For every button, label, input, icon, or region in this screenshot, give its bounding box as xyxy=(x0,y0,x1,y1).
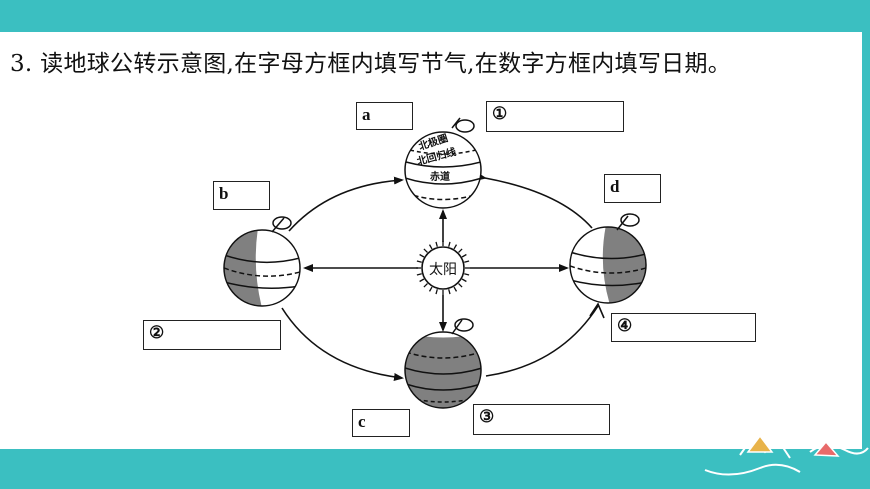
sun-spike xyxy=(435,241,438,247)
sun-spike xyxy=(435,289,438,295)
sun-icon xyxy=(416,241,470,295)
sun-spike xyxy=(423,248,428,253)
sun-spike xyxy=(423,283,428,288)
earth-top xyxy=(404,117,482,209)
box-2[interactable]: ② xyxy=(143,320,281,350)
sun-spike xyxy=(453,286,458,292)
box-b[interactable]: b xyxy=(213,181,270,210)
earth-left xyxy=(223,216,301,307)
sun-spike xyxy=(448,241,451,247)
sun-rays xyxy=(303,209,569,332)
sun-spike xyxy=(419,253,425,258)
sun-spike xyxy=(453,244,458,250)
box-3[interactable]: ③ xyxy=(473,404,610,435)
sun-spike xyxy=(464,273,470,276)
box-c[interactable]: c xyxy=(352,409,410,437)
sun-spike xyxy=(458,283,463,288)
sun-spike xyxy=(419,278,425,283)
top-band xyxy=(0,0,870,32)
sun-spike xyxy=(416,260,422,263)
sun-spike xyxy=(461,253,467,258)
box-4[interactable]: ④ xyxy=(611,313,756,342)
sun-spike xyxy=(428,244,433,250)
equator-label: 赤道 xyxy=(430,170,450,183)
bottom-band xyxy=(0,449,870,489)
box-d[interactable]: d xyxy=(604,174,661,203)
orbit-path xyxy=(281,172,605,381)
question-text: 3. 读地球公转示意图,在字母方框内填写节气,在数字方框内填写日期。 xyxy=(10,51,732,77)
sun-spike xyxy=(464,260,470,263)
sun-spike xyxy=(428,286,433,292)
box-1[interactable]: ① xyxy=(486,101,624,132)
sun-label: 太阳 xyxy=(429,262,457,278)
earth-bottom xyxy=(404,318,482,409)
sun-spike xyxy=(458,248,463,253)
box-a[interactable]: a xyxy=(356,102,413,130)
sun-spike xyxy=(461,278,467,283)
earth-right xyxy=(569,213,647,304)
sun-spike xyxy=(416,273,422,276)
sun-spike xyxy=(448,289,451,295)
